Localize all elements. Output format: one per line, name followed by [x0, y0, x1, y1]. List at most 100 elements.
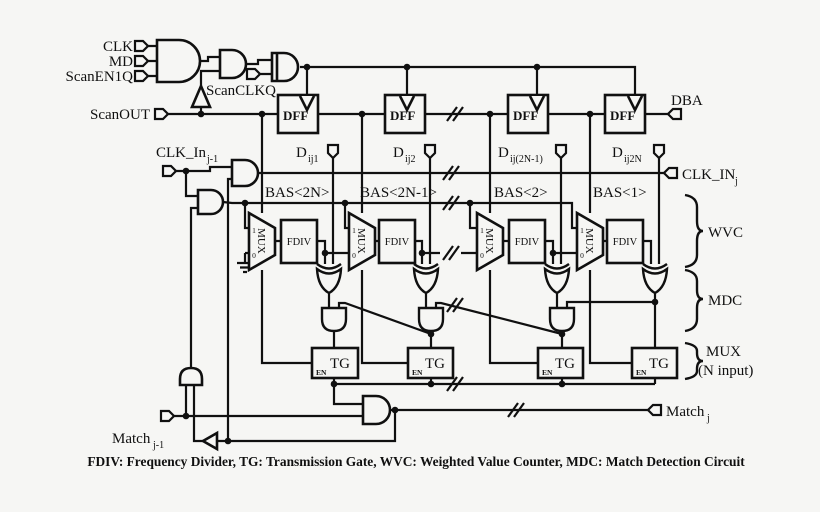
mux-group-label-2: (N input): [698, 363, 753, 379]
d3-label: D: [498, 145, 509, 161]
md-label: MD: [109, 54, 133, 70]
clk-in-j-sub: j: [734, 176, 738, 187]
fdiv-label-1: FDIV: [287, 237, 312, 248]
scan-and-gate: [218, 48, 248, 80]
match-chain-wires: [327, 293, 657, 348]
match-j-terminal: [646, 403, 663, 417]
fdiv-label-2: FDIV: [385, 237, 410, 248]
mdc-brace: [684, 268, 704, 333]
mux4-in0-label: 0: [580, 251, 584, 260]
feedback-inverter: [200, 430, 219, 452]
scan-clock-gate-wires: [199, 55, 272, 114]
bus-break-slash: [442, 195, 460, 211]
dff-label-2: DFF: [390, 108, 415, 123]
mux-group-label: MUX: [706, 344, 741, 360]
tg-box-4: [630, 346, 679, 380]
scanout-label: ScanOUT: [90, 107, 150, 123]
mux3-in1-label: 1: [480, 226, 484, 235]
top-gates: [155, 38, 300, 109]
bus-break-slashes: [442, 106, 525, 418]
tg-box-1: [310, 346, 360, 380]
fdiv-box-3: [507, 218, 547, 265]
clk-in-wires: [176, 165, 664, 175]
xnor-gate-3: [543, 263, 571, 295]
bus-break-slash: [442, 245, 460, 261]
fdiv-box-4: [605, 218, 645, 265]
mux2-in1-label: 1: [352, 226, 356, 235]
bas-2-label: BAS<2>: [494, 185, 548, 201]
and3-gate: [155, 38, 202, 84]
dff-row: [276, 93, 647, 135]
fdiv-box-1: [279, 218, 319, 265]
tg-en-label-2: EN: [412, 368, 423, 377]
scan-buffer-up: [190, 82, 212, 109]
caption: FDIV: Frequency Divider, TG: Transmissio…: [87, 454, 745, 469]
scanclkq-label: ScanCLKQ: [206, 83, 276, 99]
dff-clock-triangle: [528, 95, 546, 113]
dff-label-3: DFF: [513, 108, 538, 123]
xnor-gate-4: [641, 263, 669, 295]
scanen1q-terminal: [133, 69, 150, 83]
mux1-in1-label: 1: [252, 226, 256, 235]
clk-label: CLK: [103, 39, 133, 55]
scanclkq-terminal: [245, 67, 262, 81]
tg-box-3: [536, 346, 585, 380]
left-control-wires: [184, 171, 232, 441]
match-chain-and-1: [320, 306, 348, 333]
xnor-gate-2: [412, 263, 440, 295]
match-enable-and-gate: [178, 366, 204, 387]
bus-break-slash: [446, 376, 464, 392]
clk-in-j-terminal: [662, 166, 679, 180]
clock-wire: [300, 65, 637, 95]
mux-label-3: MUX: [483, 228, 495, 254]
gated-clock-and-gate: [196, 188, 225, 216]
wvc-group-label: WVC: [708, 225, 743, 241]
tg-label-1: TG: [330, 356, 350, 372]
match-j-label: Match: [666, 404, 705, 420]
mux-shape-1: [247, 210, 277, 273]
diagram-labels: CLK MD ScanEN1Q ScanCLKQ ScanOUT DBA CLK…: [66, 39, 754, 469]
fdiv-label-4: FDIV: [613, 237, 638, 248]
dff-label-1: DFF: [283, 108, 308, 123]
d4-sub: ij2N: [624, 154, 642, 165]
tg-en-label-4: EN: [636, 368, 647, 377]
group-braces: [684, 193, 704, 381]
mux-shape-4: [575, 210, 605, 273]
match-prev-sub: j-1: [152, 440, 164, 451]
clk-in-prev-terminal: [161, 164, 178, 178]
wvc-columns: [247, 210, 645, 273]
dba-label: DBA: [671, 93, 703, 109]
clk-in-j-label: CLK_IN: [682, 167, 735, 183]
fdiv-box-2: [377, 218, 417, 265]
tg-box-2: [406, 346, 455, 380]
match-prev-terminal: [159, 409, 176, 423]
d-input-wires: [331, 158, 661, 268]
fdiv-label-3: FDIV: [515, 237, 540, 248]
scanen1q-label: ScanEN1Q: [66, 69, 134, 85]
xnor-gate-1: [315, 263, 343, 295]
bas-2n-1-label: BAS<2N-1>: [360, 185, 437, 201]
mux1-in0-label: 0: [252, 251, 256, 260]
tg-label-2: TG: [425, 356, 445, 372]
mux-label-4: MUX: [583, 228, 595, 254]
wvc-brace: [684, 193, 704, 269]
match-chain-and-3: [548, 306, 576, 333]
match-prev-label: Match: [112, 431, 151, 447]
mux-shape-3: [475, 210, 505, 273]
dff-clock-triangle: [298, 95, 316, 113]
tg-label-3: TG: [555, 356, 575, 372]
bus-break-slash: [442, 165, 460, 181]
clk-in-and-gate: [230, 158, 260, 188]
scanout-terminal: [153, 107, 170, 121]
mux-label-2: MUX: [355, 228, 367, 254]
dff-label-4: DFF: [610, 108, 635, 123]
bas-1-label: BAS<1>: [593, 185, 647, 201]
d2-sub: ij2: [405, 154, 416, 165]
bus-break-slash: [507, 402, 525, 418]
md-terminal: [133, 54, 150, 68]
d3-sub: ij(2N-1): [510, 154, 543, 165]
dba-terminal: [666, 107, 683, 121]
mux2-in0-label: 0: [352, 251, 356, 260]
